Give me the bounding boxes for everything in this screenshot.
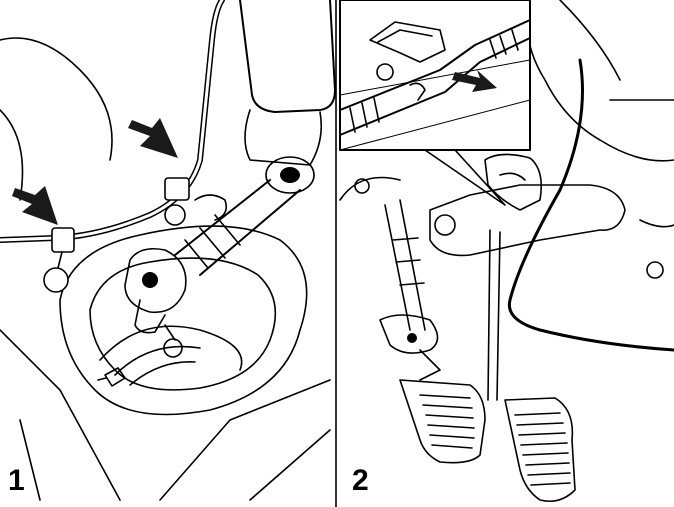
shifter-console-inner xyxy=(89,257,277,391)
inset-arrow xyxy=(452,70,497,92)
arrow-indicator-1 xyxy=(12,186,58,225)
floor-clip xyxy=(97,367,126,387)
dash-structure xyxy=(339,0,674,228)
inset-clip xyxy=(369,21,446,63)
pedal-bracket xyxy=(429,184,626,257)
detail-inset xyxy=(339,0,531,151)
switch-bracket xyxy=(484,153,543,211)
harness-clip-1 xyxy=(51,227,75,253)
panel-2-illustration xyxy=(339,0,674,503)
clip-2-nut xyxy=(164,204,186,226)
shifter-console xyxy=(59,225,308,416)
callout-leader xyxy=(424,149,506,206)
shifter-boot-rings xyxy=(99,325,243,386)
brake-pedal-pad xyxy=(504,397,576,503)
intermediate-shaft xyxy=(174,179,301,276)
column-fasteners xyxy=(194,194,228,221)
u-joint-lower xyxy=(124,247,187,314)
harness-clip-2 xyxy=(164,177,190,201)
panel-label-1: 1 xyxy=(8,464,25,497)
pinch-bolt xyxy=(163,338,183,358)
cable xyxy=(507,58,674,352)
panel-1-illustration xyxy=(0,0,336,501)
clip-1-nut xyxy=(43,267,69,293)
arrow-indicator-2 xyxy=(128,118,178,158)
column-boot xyxy=(244,109,323,166)
clutch-pivot xyxy=(379,314,439,354)
brake-pedal-arm xyxy=(487,229,501,401)
clutch-pedal-pad xyxy=(399,379,486,464)
panel-label-2: 2 xyxy=(352,464,369,497)
steering-column xyxy=(239,0,336,113)
floor-contour xyxy=(0,37,331,501)
u-joint-upper xyxy=(265,156,315,194)
clutch-pedal-arm xyxy=(384,199,426,331)
